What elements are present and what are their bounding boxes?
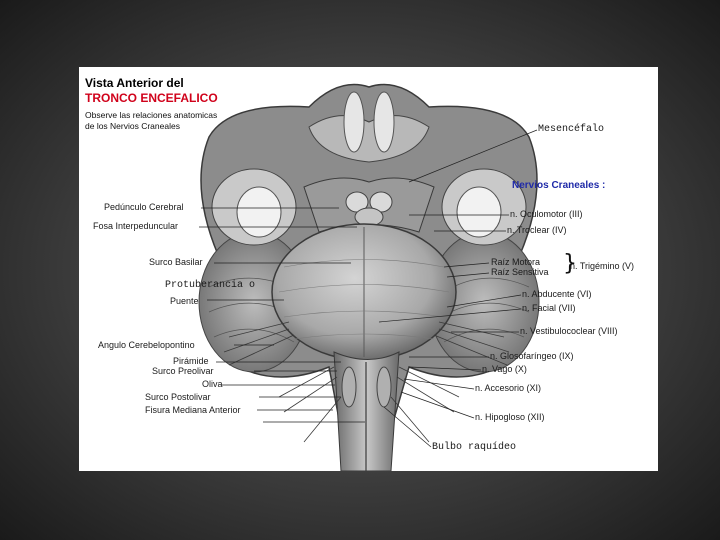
label-raiz-motora: Raíz Motora <box>491 257 541 267</box>
slide-panel: Vista Anterior del TRONCO ENCEFALICO Obs… <box>79 67 658 471</box>
subtitle-line-2: de los Nervios Craneales <box>85 121 180 131</box>
brace-icon: } <box>563 251 577 276</box>
label-surco-postolivar: Surco Postolivar <box>145 392 211 402</box>
label-vestibulococlear: n. Vestibulococlear (VIII) <box>520 326 618 336</box>
label-abducente: n. Abducente (VI) <box>522 289 592 299</box>
nervios-craneales-heading: Nervios Craneales : <box>512 180 606 191</box>
label-oliva: Oliva <box>202 379 223 389</box>
title-line-1: Vista Anterior del <box>85 76 184 90</box>
label-protuberancia: Protuberancia o <box>165 280 256 291</box>
subtitle-line-1: Observe las relaciones anatomicas <box>85 110 218 120</box>
label-oculomotor: n. Oculomotor (III) <box>510 209 583 219</box>
label-fisura-mediana-anterior: Fisura Mediana Anterior <box>145 405 241 415</box>
label-surco-basilar: Surco Basilar <box>149 257 203 267</box>
label-piramide: Pirámide <box>173 356 209 366</box>
label-fosa-interpeduncular: Fosa Interpeduncular <box>93 221 179 231</box>
label-puente: Puente <box>170 296 199 306</box>
label-surco-preolivar: Surco Preolivar <box>152 366 214 376</box>
label-angulo-cerebelopontino: Angulo Cerebelopontino <box>98 340 195 350</box>
label-raiz-sensitiva: Raíz Sensitiva <box>491 267 549 277</box>
title-line-2: TRONCO ENCEFALICO <box>85 91 218 105</box>
label-vago: n. Vago (X) <box>482 364 527 374</box>
label-accesorio: n. Accesorio (XI) <box>475 383 542 393</box>
label-trigemino: n. Trigémino (V) <box>570 261 635 271</box>
label-facial: n. Facial (VII) <box>522 303 576 313</box>
brainstem-illustration <box>198 83 540 471</box>
subtitle: Observe las relaciones anatomicas de los… <box>85 110 217 132</box>
label-bulbo-raquideo: Bulbo raquídeo <box>432 442 517 453</box>
label-glosofaringeo: n. Glosofaríngeo (IX) <box>490 351 574 361</box>
label-hipogloso: n. Hipogloso (XII) <box>475 412 545 422</box>
label-mesencefalo: Mesencéfalo <box>538 124 605 135</box>
label-troclear: n. Troclear (IV) <box>507 225 567 235</box>
label-pedunculo-cerebral: Pedúnculo Cerebral <box>104 202 184 212</box>
